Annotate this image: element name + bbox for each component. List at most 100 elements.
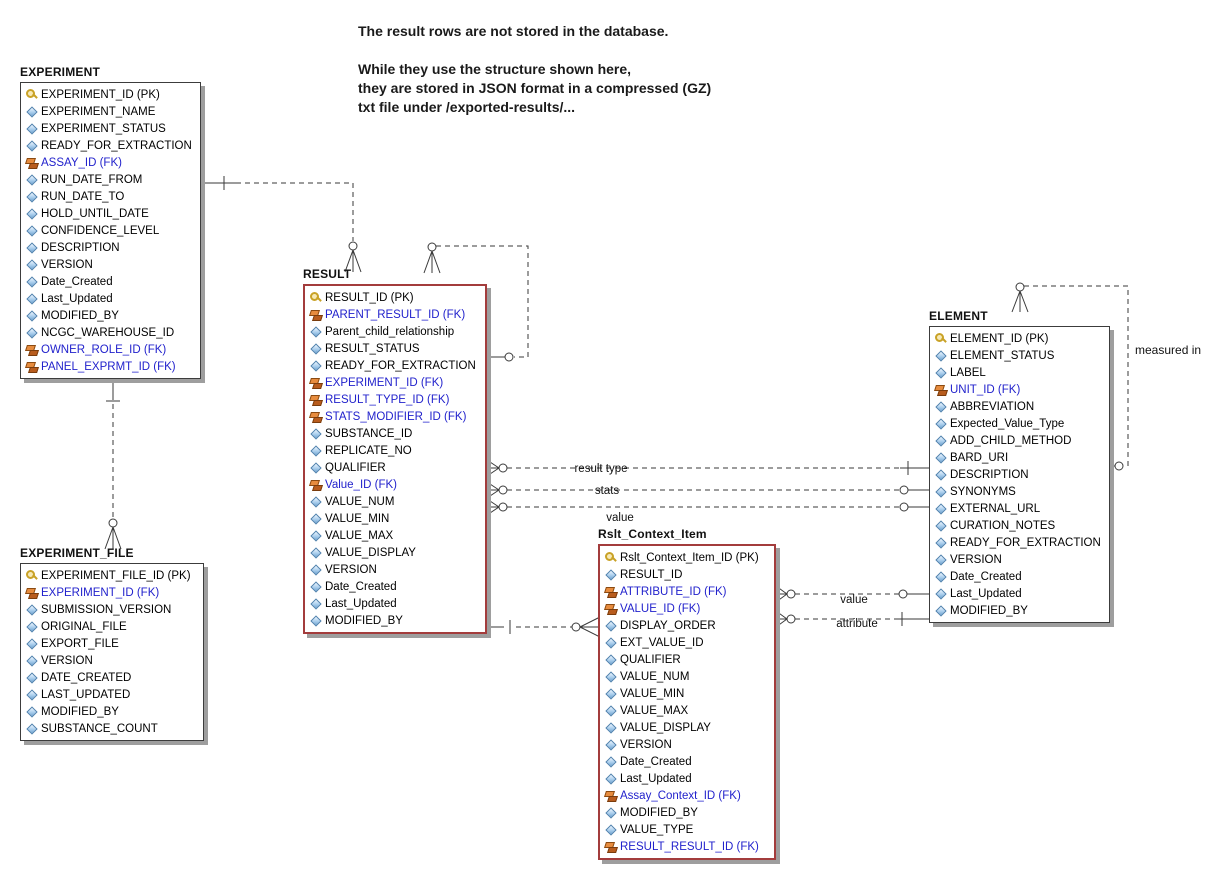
field-label: Parent_child_relationship: [325, 325, 455, 338]
table-field-row: DISPLAY_ORDER: [600, 617, 774, 634]
field-label: PANEL_EXPRMT_ID (FK): [41, 360, 176, 373]
table-field-row: ASSAY_ID (FK): [21, 154, 200, 171]
field-label: VALUE_MIN: [325, 512, 390, 525]
primary-key-icon: [309, 291, 322, 304]
field-label: LABEL: [950, 366, 986, 379]
table-field-row: UNIT_ID (FK): [930, 381, 1109, 398]
field-label: RUN_DATE_FROM: [41, 173, 143, 186]
table-field-row: Date_Created: [21, 273, 200, 290]
column-diamond-icon: [934, 519, 947, 532]
field-label: SUBSTANCE_ID: [325, 427, 413, 440]
column-diamond-icon: [309, 597, 322, 610]
column-diamond-icon: [25, 654, 38, 667]
rel-result-element-resulttype: [486, 459, 930, 477]
field-label: MODIFIED_BY: [620, 806, 698, 819]
column-diamond-icon: [934, 366, 947, 379]
column-diamond-icon: [309, 529, 322, 542]
table-field-row: EXPERIMENT_ID (PK): [21, 86, 200, 103]
table-field-row: MODIFIED_BY: [305, 612, 485, 629]
table-field-row: PARENT_RESULT_ID (FK): [305, 306, 485, 323]
foreign-key-icon: [25, 343, 38, 356]
table-field-row: SUBMISSION_VERSION: [21, 601, 203, 618]
field-label: VERSION: [325, 563, 377, 576]
table-title: EXPERIMENT: [20, 65, 101, 79]
rel-result-element-stats: [486, 481, 930, 499]
column-diamond-icon: [25, 241, 38, 254]
column-diamond-icon: [604, 670, 617, 683]
entity-table-rslt-context-item[interactable]: Rslt_Context_Item Rslt_Context_Item_ID (…: [598, 527, 776, 860]
table-field-row: RESULT_TYPE_ID (FK): [305, 391, 485, 408]
field-label: VALUE_TYPE: [620, 823, 694, 836]
field-label: BARD_URI: [950, 451, 1009, 464]
table-field-row: RUN_DATE_FROM: [21, 171, 200, 188]
table-field-row: LABEL: [930, 364, 1109, 381]
relationship-label-result-type: result type: [574, 463, 628, 475]
table-field-row: Date_Created: [930, 568, 1109, 585]
foreign-key-icon: [309, 308, 322, 321]
table-field-row: Last_Updated: [21, 290, 200, 307]
field-label: MODIFIED_BY: [41, 705, 119, 718]
column-diamond-icon: [25, 275, 38, 288]
field-label: CURATION_NOTES: [950, 519, 1056, 532]
field-label: EXPERIMENT_ID (FK): [325, 376, 444, 389]
column-diamond-icon: [25, 173, 38, 186]
column-diamond-icon: [604, 755, 617, 768]
field-label: EXPERIMENT_NAME: [41, 105, 156, 118]
table-field-row: NCGC_WAREHOUSE_ID: [21, 324, 200, 341]
primary-key-icon: [934, 332, 947, 345]
field-label: ADD_CHILD_METHOD: [950, 434, 1072, 447]
field-label: VERSION: [950, 553, 1002, 566]
field-label: SUBSTANCE_COUNT: [41, 722, 158, 735]
foreign-key-icon: [25, 360, 38, 373]
field-label: VERSION: [620, 738, 672, 751]
table-field-row: READY_FOR_EXTRACTION: [21, 137, 200, 154]
table-field-row: VALUE_NUM: [600, 668, 774, 685]
entity-table-experiment[interactable]: EXPERIMENT EXPERIMENT_ID (PK) EXPERIMENT…: [20, 65, 201, 379]
field-label: EXT_VALUE_ID: [620, 636, 704, 649]
column-diamond-icon: [309, 495, 322, 508]
field-label: Assay_Context_ID (FK): [620, 789, 741, 802]
entity-table-experiment-file[interactable]: EXPERIMENT_FILE EXPERIMENT_FILE_ID (PK) …: [20, 546, 204, 741]
table-field-row: Last_Updated: [600, 770, 774, 787]
column-diamond-icon: [604, 772, 617, 785]
field-label: VALUE_NUM: [325, 495, 395, 508]
field-label: EXTERNAL_URL: [950, 502, 1041, 515]
table-field-row: Value_ID (FK): [305, 476, 485, 493]
column-diamond-icon: [934, 587, 947, 600]
column-diamond-icon: [309, 614, 322, 627]
entity-table-element[interactable]: ELEMENT ELEMENT_ID (PK) ELEMENT_STATUS L…: [929, 309, 1110, 623]
field-label: UNIT_ID (FK): [950, 383, 1021, 396]
note-line: txt file under /exported-results/...: [358, 99, 576, 115]
table-field-row: VALUE_MIN: [600, 685, 774, 702]
table-field-row: DESCRIPTION: [930, 466, 1109, 483]
field-label: RESULT_RESULT_ID (FK): [620, 840, 759, 853]
table-field-row: VALUE_DISPLAY: [305, 544, 485, 561]
table-field-row: RESULT_RESULT_ID (FK): [600, 838, 774, 855]
field-label: Last_Updated: [620, 772, 692, 785]
entity-table-result[interactable]: RESULT RESULT_ID (PK) PARENT_RESULT_ID (…: [303, 267, 487, 634]
column-diamond-icon: [604, 619, 617, 632]
table-field-row: ABBREVIATION: [930, 398, 1109, 415]
field-label: Rslt_Context_Item_ID (PK): [620, 551, 759, 564]
column-diamond-icon: [604, 653, 617, 666]
field-label: VALUE_ID (FK): [620, 602, 701, 615]
relationship-label-attribute: attribute: [836, 618, 878, 630]
field-label: READY_FOR_EXTRACTION: [950, 536, 1101, 549]
table-field-row: Last_Updated: [305, 595, 485, 612]
field-label: ELEMENT_STATUS: [950, 349, 1055, 362]
column-diamond-icon: [934, 502, 947, 515]
field-label: EXPERIMENT_ID (FK): [41, 586, 160, 599]
table-field-row: RESULT_ID: [600, 566, 774, 583]
field-label: Expected_Value_Type: [950, 417, 1065, 430]
table-field-row: ATTRIBUTE_ID (FK): [600, 583, 774, 600]
table-field-row: VALUE_NUM: [305, 493, 485, 510]
table-field-row: EXPERIMENT_STATUS: [21, 120, 200, 137]
column-diamond-icon: [934, 400, 947, 413]
table-field-row: VALUE_MAX: [600, 702, 774, 719]
table-field-row: QUALIFIER: [600, 651, 774, 668]
foreign-key-icon: [309, 478, 322, 491]
column-diamond-icon: [25, 224, 38, 237]
field-label: CONFIDENCE_LEVEL: [41, 224, 160, 237]
table-field-row: MODIFIED_BY: [21, 703, 203, 720]
